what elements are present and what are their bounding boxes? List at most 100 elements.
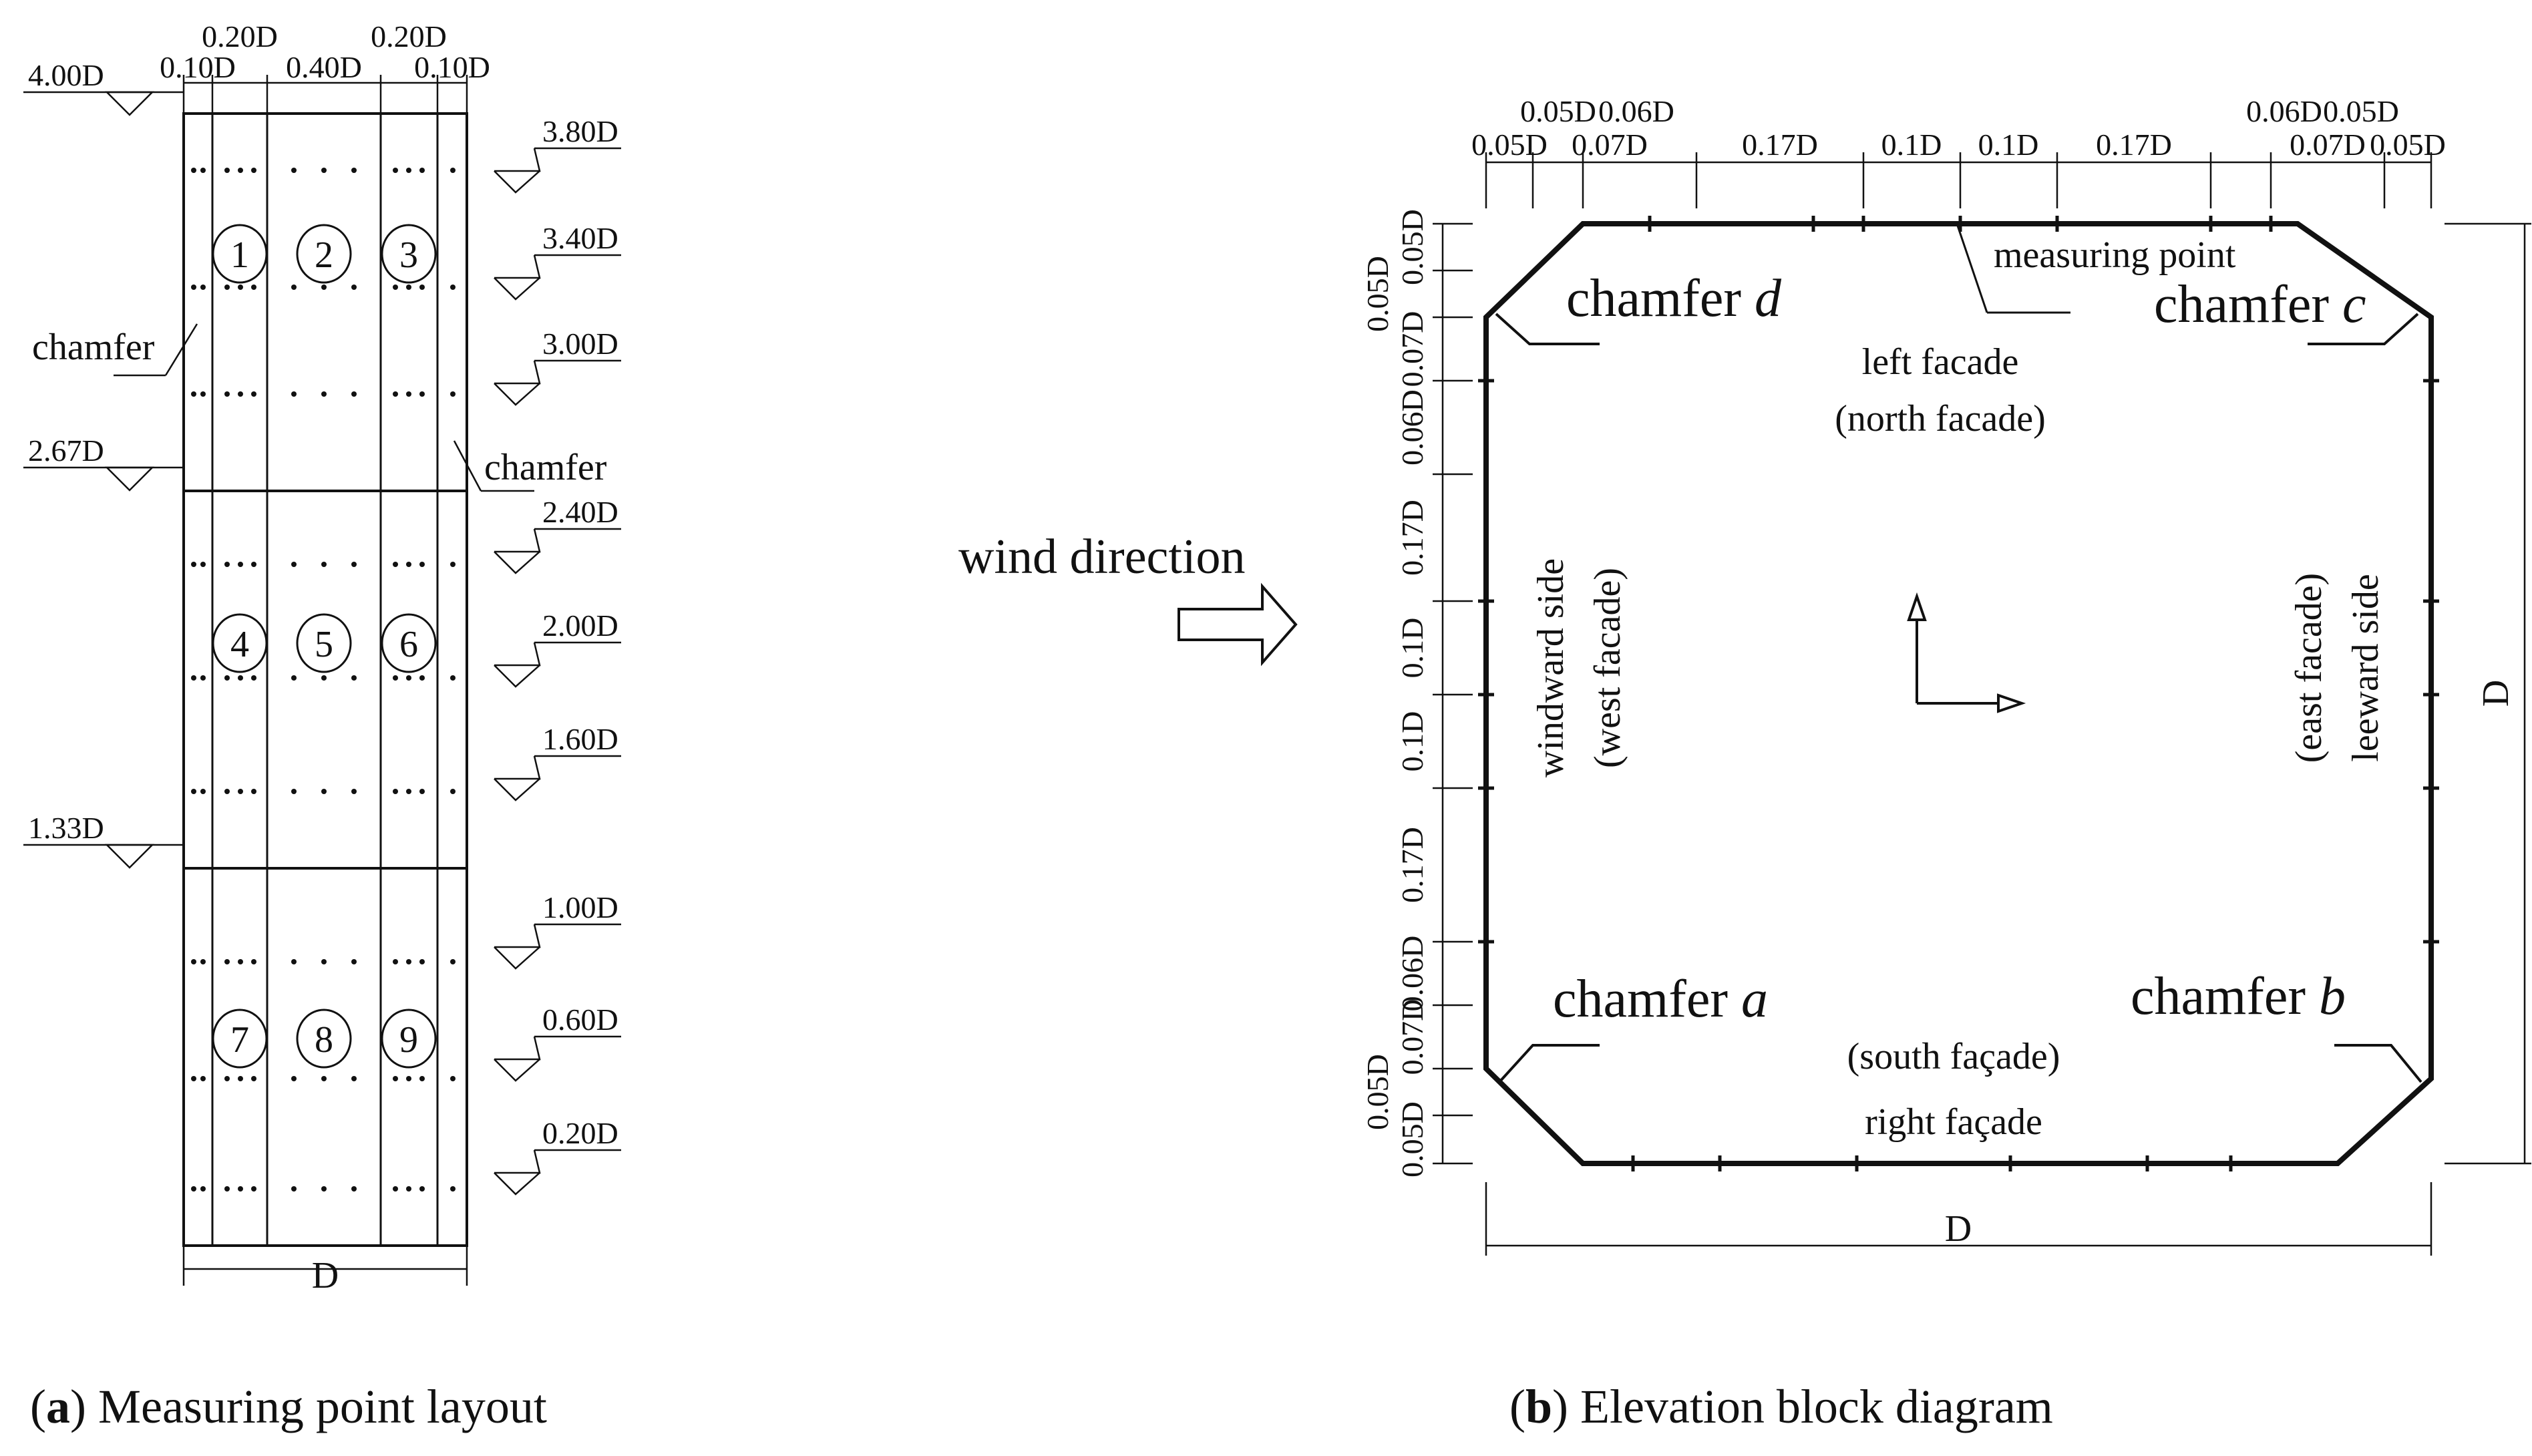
level-label-2.67D: 2.67D: [28, 433, 104, 468]
measuring-point-dot: [393, 285, 398, 290]
measuring-point-dot: [224, 562, 230, 567]
chamfer-c-label: chamfer c: [2154, 275, 2366, 334]
left-dim-label: 0.1D: [1395, 711, 1429, 772]
left-dim-label: 0.17D: [1395, 500, 1429, 576]
measuring-point-dot: [191, 285, 196, 290]
right-level-marker: 0.20D: [494, 1116, 621, 1196]
measuring-point-dot: [224, 168, 230, 173]
zone-number-2: 2: [296, 224, 352, 284]
measuring-point-dot: [393, 959, 398, 964]
measuring-point-dot: [200, 675, 206, 681]
measuring-point-dot: [200, 789, 206, 794]
measuring-point-dot: [191, 789, 196, 794]
measuring-point-dot: [450, 562, 456, 567]
measuring-point-dot: [406, 285, 411, 290]
left-dim-label: 0.05D: [1361, 256, 1395, 332]
measuring-point-dot: [321, 959, 327, 964]
measuring-point-ticks: [1478, 216, 2439, 1171]
measuring-point-dot: [238, 1076, 243, 1081]
south-facade-label: right façade: [1865, 1101, 2042, 1143]
measuring-point-dot: [351, 391, 357, 397]
measuring-point-dot: [200, 285, 206, 290]
svg-text:4: 4: [230, 624, 249, 665]
top-dimensions: [182, 75, 468, 114]
measuring-point-dot: [351, 285, 357, 290]
measuring-point-dot: [238, 168, 243, 173]
measuring-point-dot: [406, 391, 411, 397]
measuring-point-dot: [251, 1076, 256, 1081]
measuring-point-dot: [419, 391, 425, 397]
measuring-point-dot: [291, 562, 297, 567]
measuring-point-dot: [291, 391, 297, 397]
measuring-point-dot: [291, 168, 297, 173]
measuring-point-dot: [291, 1186, 297, 1192]
measuring-point-dot: [450, 391, 456, 397]
measuring-point-dot: [200, 959, 206, 964]
measuring-point-dot: [321, 1076, 327, 1081]
svg-text:7: 7: [230, 1019, 249, 1061]
level-label: 1.00D: [542, 890, 618, 924]
svg-text:9: 9: [399, 1019, 418, 1061]
zone-number-8: 8: [296, 1009, 352, 1069]
right-level-marker: 2.00D: [494, 608, 621, 688]
measuring-point-dot: [406, 789, 411, 794]
level-label: 3.40D: [542, 221, 618, 255]
measuring-point-dot: [238, 285, 243, 290]
measuring-point-dot: [251, 675, 256, 681]
measuring-point-dot: [224, 285, 230, 290]
chamfer-b-label: chamfer b: [2131, 967, 2346, 1026]
top-dim-upper: 0.06D: [2246, 94, 2322, 128]
measuring-point-dot: [238, 959, 243, 964]
right-level-marker: 3.80D: [494, 114, 621, 194]
measuring-point-dot: [291, 789, 297, 794]
measuring-point-dot: [200, 1076, 206, 1081]
octagon-outline: [1483, 221, 2434, 1166]
width-label-a: D: [312, 1255, 339, 1296]
measuring-point-dot: [419, 675, 425, 681]
level-label: 2.40D: [542, 495, 618, 529]
measuring-point-dot: [393, 1186, 398, 1192]
chamfer-callout-left: chamfer: [32, 323, 198, 377]
chamfer-a-label: chamfer a: [1553, 970, 1768, 1029]
col-dim-top-2: 0.20D: [371, 19, 447, 53]
level-label-4.00D: 4.00D: [28, 58, 104, 92]
measuring-point-dot: [393, 562, 398, 567]
caption-b: (b) Elevation block diagram: [1509, 1380, 2053, 1433]
wind-direction-label: wind direction: [958, 530, 1246, 584]
level-label-1.33D: 1.33D: [28, 811, 104, 845]
measuring-point-dot: [224, 675, 230, 681]
width-dimension-b: [1485, 1182, 2432, 1256]
measuring-point-dot: [191, 562, 196, 567]
measuring-point-dot: [321, 285, 327, 290]
chamfer-callout-right: chamfer: [453, 440, 607, 492]
measuring-point-dot: [419, 562, 425, 567]
left-dim-label: 0.1D: [1395, 618, 1429, 679]
zone-number-5: 5: [296, 613, 352, 673]
measuring-point-dot: [200, 391, 206, 397]
col-dim-top-1: 0.20D: [202, 19, 278, 53]
col-dim-3: 0.10D: [414, 50, 490, 84]
panel-a-measuring-layout: 0.20D 0.20D 0.10D 0.40D 0.10D 4.00D 2.67…: [23, 19, 621, 1433]
top-dim-lower: 0.05D: [1471, 128, 1548, 162]
top-dim-lower: 0.07D: [2290, 128, 2366, 162]
measuring-point-dot: [450, 285, 456, 290]
measuring-point-dot: [224, 391, 230, 397]
measuring-point-dot: [419, 789, 425, 794]
top-dim-upper: 0.05D: [1520, 94, 1596, 128]
measuring-point-dot: [191, 1186, 196, 1192]
top-dim-upper: 0.05D: [2323, 94, 2399, 128]
measuring-point-dot: [419, 168, 425, 173]
col-dim-1: 0.10D: [160, 50, 236, 84]
top-dim-lower: 0.07D: [1572, 128, 1648, 162]
measuring-point-dot: [224, 789, 230, 794]
right-level-markers: 3.80D3.40D3.00D2.40D2.00D1.60D1.00D0.60D…: [494, 114, 621, 1196]
measuring-point-dot: [351, 168, 357, 173]
measuring-point-dot: [406, 1076, 411, 1081]
measuring-point-dot: [200, 1186, 206, 1192]
measuring-point-dot: [406, 959, 411, 964]
measuring-point-dot: [251, 1186, 256, 1192]
measuring-point-dot: [321, 562, 327, 567]
measuring-point-dot: [351, 1186, 357, 1192]
left-dim-label: 0.05D: [1395, 1101, 1429, 1177]
